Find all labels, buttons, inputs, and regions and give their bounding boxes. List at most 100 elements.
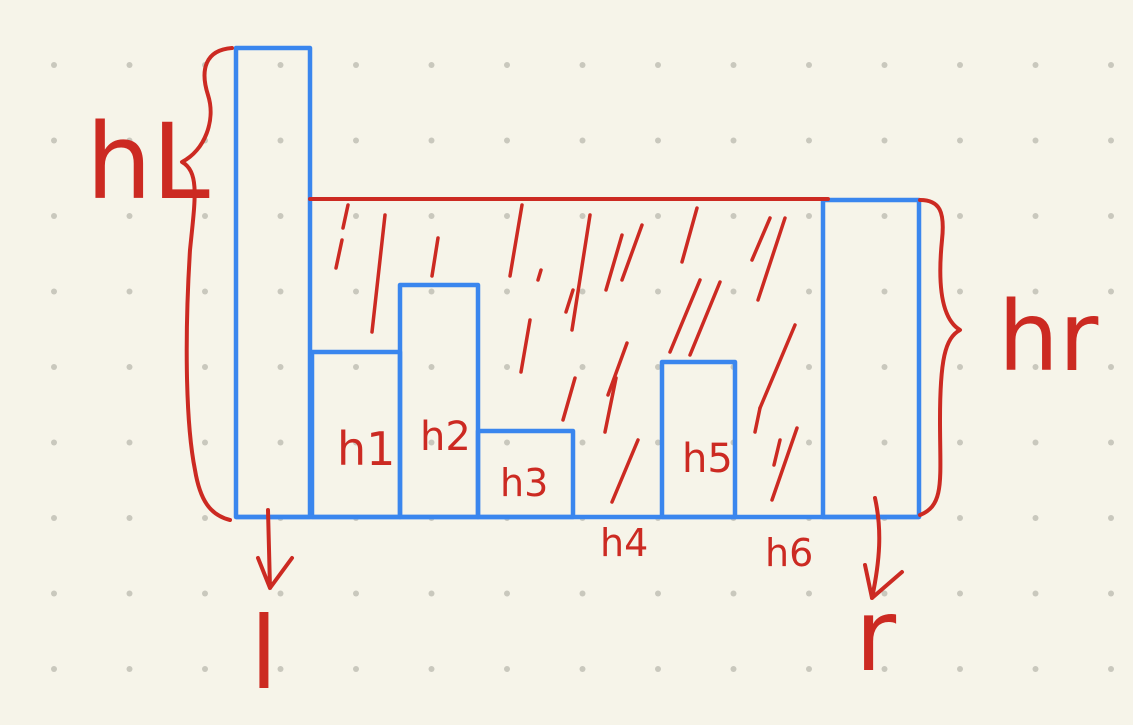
bar-label-h1: h1 [337,422,395,476]
grid-dot [353,137,359,144]
grid-dot [1108,439,1114,446]
grid-dot [730,62,737,68]
dot-grid [51,62,1114,672]
grid-dot [51,364,57,370]
grid-dot [655,590,661,597]
grid-dot [881,364,888,370]
grid-dot [881,288,888,295]
grid-dot [1108,213,1114,219]
grid-dot [579,666,586,672]
grid-dot [1032,137,1039,144]
grid-dot [655,364,661,370]
grid-dot [51,288,57,295]
grid-dot [957,515,963,521]
grid-dot [126,666,133,672]
grid-dot [353,590,359,597]
grid-dot [504,666,510,672]
grid-dot [51,590,57,597]
grid-dot [277,213,284,219]
grid-dot [504,439,510,446]
grid-dot [579,590,586,597]
grid-dot [428,439,435,446]
grid-dot [202,515,208,521]
grid-dot [126,137,133,144]
grid-dot [806,439,812,446]
grid-dot [806,137,812,144]
grid-dot [126,62,133,68]
grid-dot [881,137,888,144]
grid-dot [126,288,133,295]
grid-dot [957,439,963,446]
left-index-label: l [250,595,278,712]
grid-dot [202,439,208,446]
grid-dot [126,515,133,521]
grid-dot [1032,288,1039,295]
grid-dot [428,288,435,295]
grid-dot [1032,439,1039,446]
grid-dot [51,439,57,446]
grid-dot [579,439,586,446]
grid-dot [1032,62,1039,68]
grid-dot [1032,590,1039,597]
grid-dot [126,364,133,370]
bar-label-h4: h4 [600,521,648,565]
grid-dot [730,666,737,672]
grid-dot [957,288,963,295]
grid-dot [428,364,435,370]
left-height-brace [180,46,234,522]
bar-label-h3: h3 [500,461,548,505]
grid-dot [51,515,57,521]
grid-dot [1108,666,1114,672]
grid-dot [730,213,737,219]
grid-dot [806,213,812,219]
grid-dot [957,364,963,370]
grid-dot [202,213,208,219]
grid-dot [1108,137,1114,144]
right-index-arrow [863,496,904,600]
grid-dot [126,590,133,597]
grid-dot [504,590,510,597]
left-index-arrow [256,508,294,590]
grid-dot [655,666,661,672]
grid-dot [730,590,737,597]
grid-dot [202,666,208,672]
grid-dot [579,364,586,370]
grid-dot [428,590,435,597]
grid-dot [428,62,435,68]
grid-dot [1032,213,1039,219]
grid-dot [51,213,57,219]
grid-dot [504,62,510,68]
grid-dot [655,62,661,68]
grid-dot [1108,515,1114,521]
grid-dot [881,590,888,597]
grid-dot [504,364,510,370]
grid-dot [655,288,661,295]
right-height-label: hr [998,281,1099,393]
grid-dot [957,62,963,68]
grid-dot [881,213,888,219]
left-wall-bar [233,45,313,520]
grid-dot [277,439,284,446]
left-height-label: hL [86,101,210,223]
grid-dot [957,590,963,597]
grid-dot [504,213,510,219]
grid-dot [957,666,963,672]
water-hatching [334,203,799,504]
grid-dot [579,213,586,219]
grid-dot [126,439,133,446]
right-index-label: r [855,577,897,694]
grid-dot [277,364,284,370]
grid-dot [277,288,284,295]
grid-dot [277,666,284,672]
grid-dot [202,364,208,370]
grid-dot [428,213,435,219]
grid-dot [957,213,963,219]
bar-label-h5: h5 [682,436,733,482]
grid-dot [353,364,359,370]
grid-dot [353,213,359,219]
grid-dot [730,288,737,295]
grid-dot [1108,590,1114,597]
grid-dot [1108,288,1114,295]
grid-dot [1032,666,1039,672]
